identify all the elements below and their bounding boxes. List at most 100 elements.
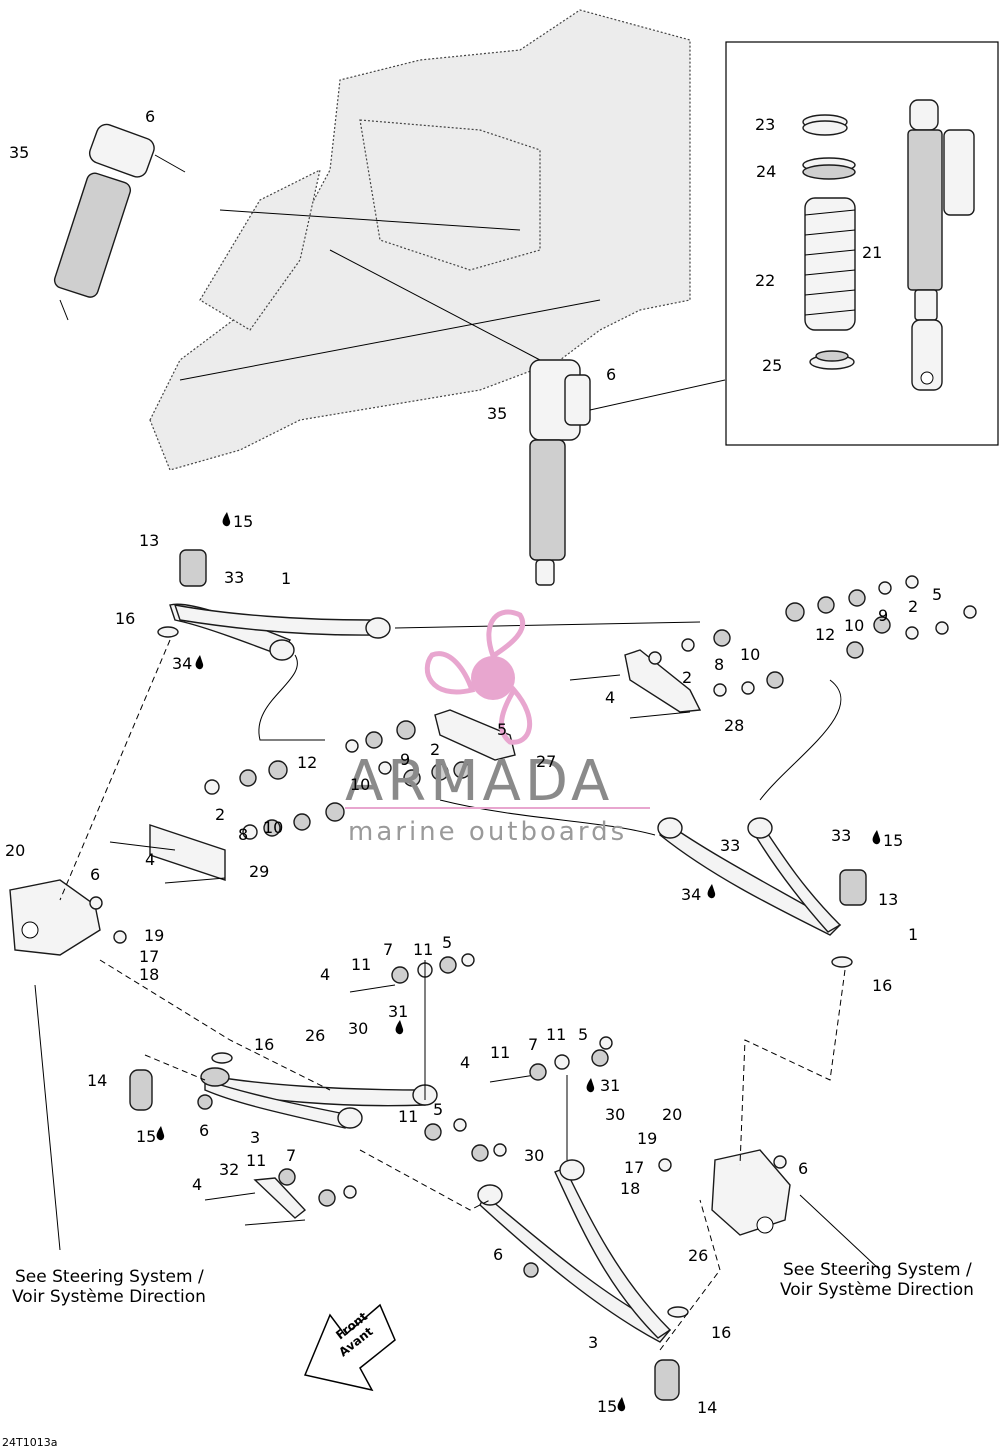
callout-2: 2 — [682, 668, 692, 687]
callout-16: 16 — [711, 1323, 731, 1342]
drop-icon — [872, 830, 881, 845]
callout-16: 16 — [872, 976, 892, 995]
callout-11: 11 — [490, 1043, 510, 1062]
lower-a-arm-right — [477, 1159, 672, 1343]
callout-11: 11 — [398, 1107, 418, 1126]
callout-10: 10 — [263, 818, 283, 837]
propeller-hub — [471, 656, 515, 700]
callout-30: 30 — [605, 1105, 625, 1124]
diagram-code: 24T1013a — [2, 1436, 57, 1449]
callout-1: 1 — [281, 569, 291, 588]
callout-5: 5 — [578, 1025, 588, 1044]
drop-icon — [395, 1020, 404, 1035]
callout-6: 6 — [606, 365, 616, 384]
watermark-title: ARMADA — [345, 749, 613, 814]
drop-icon — [707, 884, 716, 899]
callout-23: 23 — [755, 115, 775, 134]
callout-29: 29 — [249, 862, 269, 881]
callout-32: 32 — [219, 1160, 239, 1179]
callout-7: 7 — [528, 1035, 538, 1054]
callout-4: 4 — [145, 850, 155, 869]
callout-10: 10 — [740, 645, 760, 664]
callout-15: 15 — [883, 831, 903, 850]
steering-note-left-2: Voir Système Direction — [12, 1287, 206, 1307]
steering-note-right-1: See Steering System / — [783, 1260, 972, 1280]
callout-17: 17 — [139, 947, 159, 966]
assembly-lines — [34, 154, 881, 1351]
callout-34: 34 — [172, 654, 192, 673]
callout-20: 20 — [5, 841, 25, 860]
callout-5: 5 — [932, 585, 942, 604]
callout-25: 25 — [762, 356, 782, 375]
callout-14: 14 — [697, 1398, 717, 1417]
callout-27: 27 — [536, 752, 556, 771]
callout-10: 10 — [844, 616, 864, 635]
callout-12: 12 — [297, 753, 317, 772]
callout-11: 11 — [546, 1025, 566, 1044]
callout-12: 12 — [815, 625, 835, 644]
bolts-item-4 — [109, 674, 691, 1226]
callout-28: 28 — [724, 716, 744, 735]
callout-7: 7 — [286, 1146, 296, 1165]
drop-icon — [222, 512, 231, 527]
callout-1: 1 — [908, 925, 918, 944]
callout-2: 2 — [430, 740, 440, 759]
callout-13: 13 — [139, 531, 159, 550]
callout-6: 6 — [493, 1245, 503, 1264]
knuckle-left — [9, 879, 101, 956]
bracket-32 — [253, 1177, 307, 1219]
callout-2: 2 — [215, 805, 225, 824]
spring-22 — [804, 197, 856, 331]
callout-22: 22 — [755, 271, 775, 290]
callout-18: 18 — [139, 965, 159, 984]
callout-15: 15 — [233, 512, 253, 531]
callout-5: 5 — [497, 720, 507, 739]
callout-33: 33 — [831, 826, 851, 845]
lubricant-icons — [156, 512, 881, 1412]
drop-icon — [586, 1078, 595, 1093]
callouts: 1 1 2 2 2 2 3 3 4 4 4 4 4 5 5 5 5 5 6 6 … — [5, 107, 942, 1417]
callout-3: 3 — [588, 1333, 598, 1352]
callout-4: 4 — [605, 688, 615, 707]
callout-10: 10 — [350, 775, 370, 794]
callout-6: 6 — [145, 107, 155, 126]
callout-19: 19 — [144, 926, 164, 945]
callout-14: 14 — [87, 1071, 107, 1090]
watermark-subtitle: marine outboards — [348, 817, 627, 847]
front-arrow: Front Avant — [303, 1303, 396, 1392]
bracket-27 — [434, 709, 516, 761]
ball-joint-14-right — [654, 1359, 680, 1401]
callout-17: 17 — [624, 1158, 644, 1177]
bracket-29 — [149, 824, 226, 881]
knuckle-right — [711, 1149, 791, 1236]
callout-2: 2 — [908, 597, 918, 616]
drop-icon — [195, 655, 204, 670]
callout-30: 30 — [524, 1146, 544, 1165]
watermark: ARMADA marine outboards — [345, 609, 650, 847]
spring-retainer-25 — [809, 350, 855, 370]
bushings-washers — [89, 575, 977, 1318]
callout-6: 6 — [798, 1159, 808, 1178]
callout-5: 5 — [433, 1100, 443, 1119]
callout-4: 4 — [192, 1175, 202, 1194]
callout-11: 11 — [413, 940, 433, 959]
callout-11: 11 — [246, 1151, 266, 1170]
callout-16: 16 — [115, 609, 135, 628]
callout-7: 7 — [383, 940, 393, 959]
callout-4: 4 — [460, 1053, 470, 1072]
callout-8: 8 — [238, 825, 248, 844]
callout-20: 20 — [662, 1105, 682, 1124]
vehicle-frame — [149, 9, 691, 471]
spring-seat-24 — [802, 157, 856, 180]
callout-19: 19 — [637, 1129, 657, 1148]
callout-35: 35 — [487, 404, 507, 423]
callout-31: 31 — [600, 1076, 620, 1095]
callout-26: 26 — [688, 1246, 708, 1265]
callout-30: 30 — [348, 1019, 368, 1038]
callout-33: 33 — [224, 568, 244, 587]
upper-a-arm-right — [657, 817, 867, 936]
callout-13: 13 — [878, 890, 898, 909]
callout-15: 15 — [136, 1127, 156, 1146]
ball-joint-14-left — [129, 1069, 153, 1111]
callout-33: 33 — [720, 836, 740, 855]
